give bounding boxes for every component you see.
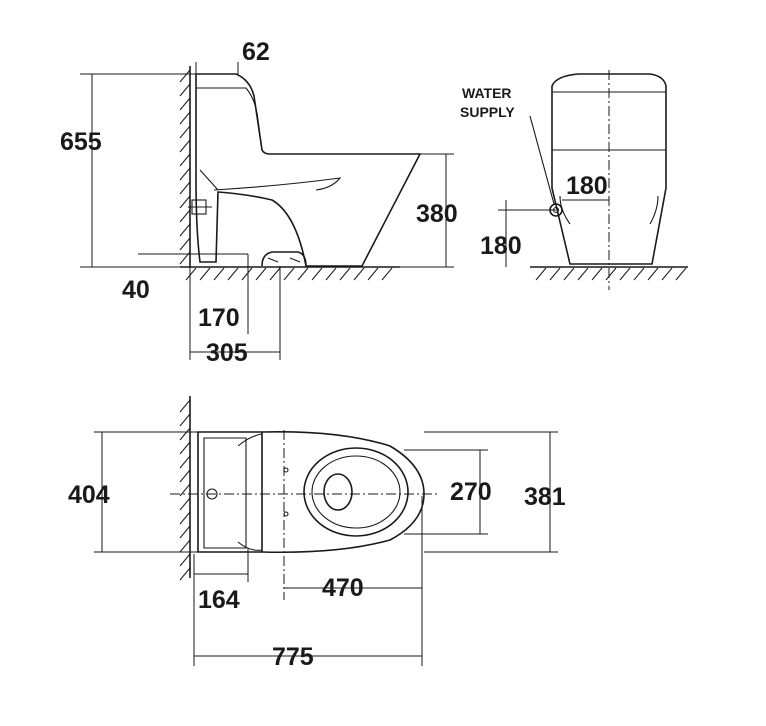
dim-381: 381 [524, 483, 566, 511]
dim-380: 380 [416, 200, 458, 228]
water-supply-label-2: SUPPLY [460, 104, 515, 120]
dim-404: 404 [68, 481, 110, 509]
dimension-labels: 655 62 380 40 170 305 WATER SUPPLY 180 1… [60, 38, 608, 671]
front-view [498, 70, 688, 290]
dim-655: 655 [60, 128, 102, 156]
outlet-flange-side [261, 251, 307, 267]
floor-hatch-front [535, 267, 687, 281]
floor-hatch-side [185, 267, 393, 281]
dim-305: 305 [206, 339, 248, 367]
dim-170: 170 [198, 304, 240, 332]
toilet-front-profile [551, 73, 667, 265]
dim-40: 40 [122, 276, 150, 304]
toilet-side-profile [195, 73, 422, 267]
side-view [80, 62, 454, 360]
dim-180-vertical: 180 [480, 232, 522, 260]
dim-270: 270 [450, 478, 492, 506]
wall-hatch-side [179, 69, 191, 265]
dim-180-horizontal: 180 [566, 172, 608, 200]
top-view [94, 396, 558, 666]
dim-775: 775 [272, 643, 314, 671]
water-supply-label-1: WATER [462, 85, 512, 101]
dim-470: 470 [322, 574, 364, 602]
bowl-opening [303, 447, 409, 537]
dim-62: 62 [242, 38, 270, 66]
dim-164: 164 [198, 586, 240, 614]
wall-hatch-top [179, 399, 191, 581]
